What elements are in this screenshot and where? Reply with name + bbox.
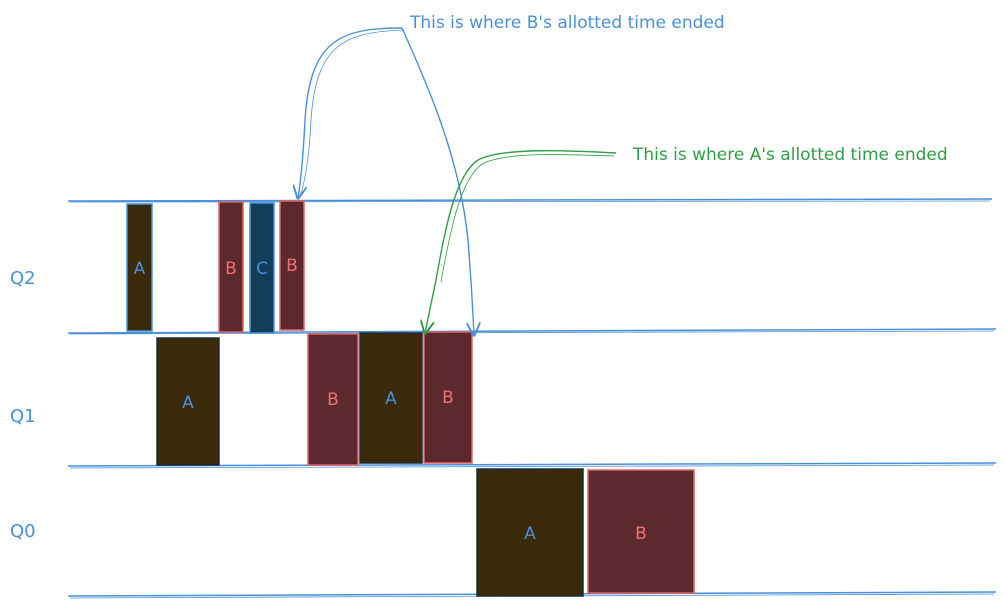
block-label: A bbox=[182, 393, 194, 413]
process-blocks: A B C B A B A B bbox=[126, 200, 695, 597]
annotation-a-end-arrow-sketch bbox=[440, 154, 615, 283]
block-q1-b2: B bbox=[423, 331, 473, 464]
block-q1-a1: A bbox=[156, 337, 220, 466]
block-q0-a: A bbox=[476, 468, 584, 597]
block-label: B bbox=[286, 256, 298, 276]
block-label: B bbox=[327, 390, 339, 410]
annotation-b-end: This is where B's allotted time ended bbox=[298, 13, 725, 335]
q2-top-line-sketch bbox=[69, 200, 991, 203]
annotation-b-end-arrow-left-sketch bbox=[299, 29, 405, 197]
annotation-b-end-arrow-left bbox=[298, 27, 403, 198]
block-label: B bbox=[225, 259, 237, 279]
block-label: A bbox=[385, 389, 397, 409]
block-q2-b2: B bbox=[279, 200, 305, 331]
q2-top-line bbox=[67, 198, 993, 202]
annotation-a-end-text: This is where A's allotted time ended bbox=[632, 145, 948, 165]
block-q1-b1: B bbox=[307, 333, 359, 466]
q2-q1-divider-sketch bbox=[69, 330, 995, 335]
annotation-a-end-arrow bbox=[425, 150, 617, 333]
block-q2-a: A bbox=[126, 203, 153, 332]
block-label: B bbox=[442, 388, 454, 408]
q1-q0-divider-sketch bbox=[69, 464, 995, 469]
block-q0-b: B bbox=[587, 469, 695, 594]
annotation-a-end: This is where A's allotted time ended bbox=[425, 145, 948, 333]
annotation-b-end-text: This is where B's allotted time ended bbox=[409, 13, 725, 33]
block-q2-c: C bbox=[249, 202, 275, 334]
q2-q1-divider-line bbox=[67, 328, 997, 334]
block-label: A bbox=[524, 524, 536, 544]
block-label: B bbox=[635, 524, 647, 544]
queue-label-q2: Q2 bbox=[10, 268, 36, 289]
block-label: A bbox=[134, 259, 146, 279]
block-q2-b1: B bbox=[218, 201, 244, 333]
block-q1-a2: A bbox=[359, 332, 423, 464]
annotation-b-end-arrow-right bbox=[401, 27, 474, 335]
queue-labels: Q2 Q1 Q0 bbox=[10, 268, 36, 542]
queue-label-q0: Q0 bbox=[10, 521, 36, 542]
block-label: C bbox=[256, 259, 268, 279]
queue-label-q1: Q1 bbox=[10, 406, 36, 427]
